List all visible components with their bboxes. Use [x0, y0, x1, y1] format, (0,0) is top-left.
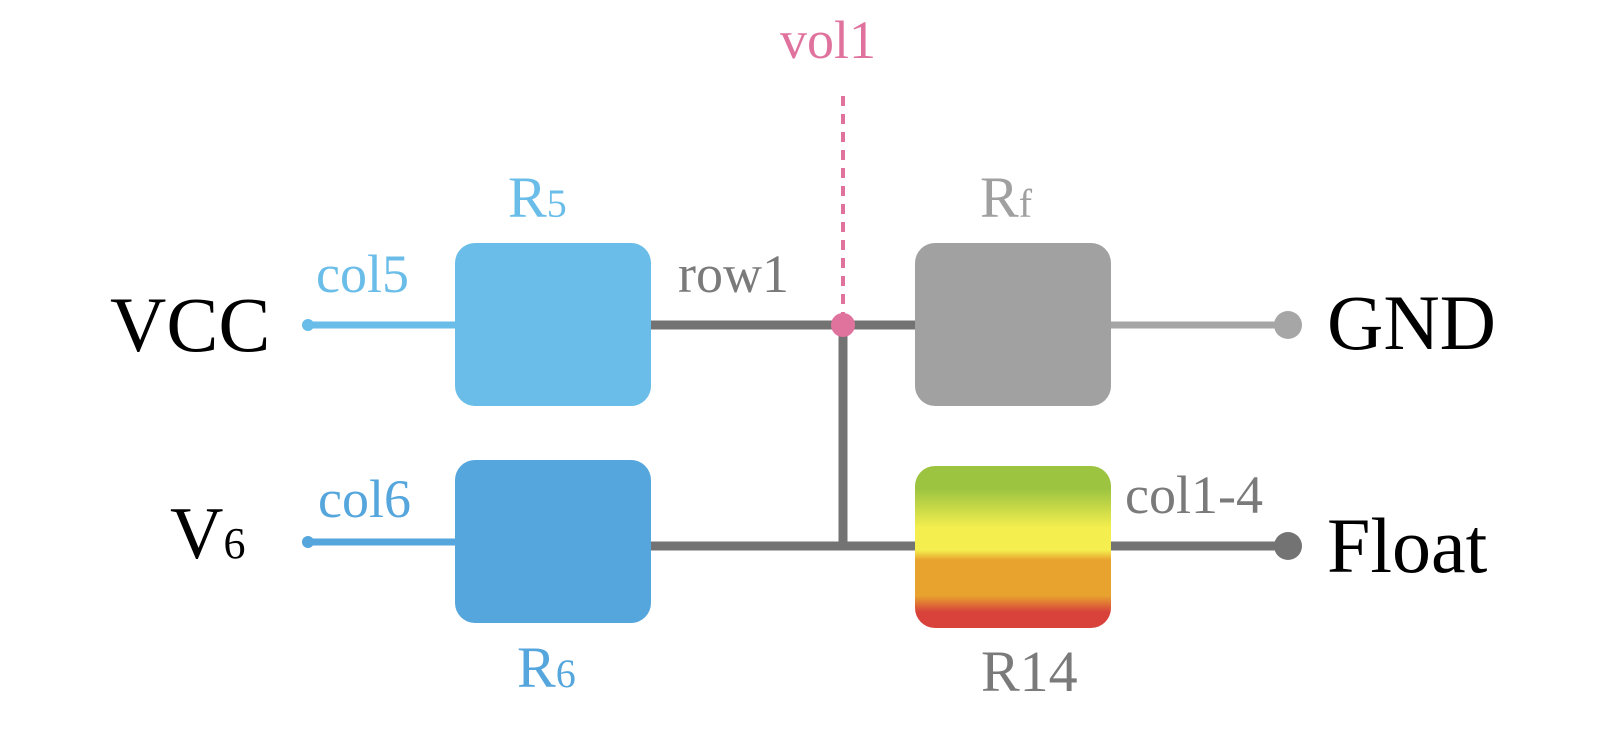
v6-label: V6 — [170, 493, 245, 575]
vcc-terminal-dot — [302, 319, 314, 331]
vcc-label: VCC — [110, 281, 270, 368]
col6-label: col6 — [318, 469, 411, 529]
r5-label: R5 — [508, 165, 567, 230]
rf-label: Rf — [980, 165, 1033, 230]
v6-terminal-dot — [302, 536, 314, 548]
r6-label: R6 — [517, 635, 576, 700]
rf-resistor — [915, 243, 1111, 406]
gnd-terminal-dot — [1274, 311, 1302, 339]
float-label: Float — [1327, 502, 1488, 589]
r14-label: R14 — [981, 639, 1078, 704]
r6-resistor — [455, 460, 651, 623]
gnd-label: GND — [1327, 279, 1496, 366]
vol1-junction-dot — [831, 313, 855, 337]
vol1-label: vol1 — [780, 10, 876, 70]
row1-label: row1 — [678, 244, 789, 304]
float-terminal-dot — [1274, 532, 1302, 560]
col1-4-label: col1-4 — [1125, 465, 1263, 525]
r5-resistor — [455, 243, 651, 406]
r14-resistor — [915, 466, 1111, 628]
col5-label: col5 — [316, 244, 409, 304]
